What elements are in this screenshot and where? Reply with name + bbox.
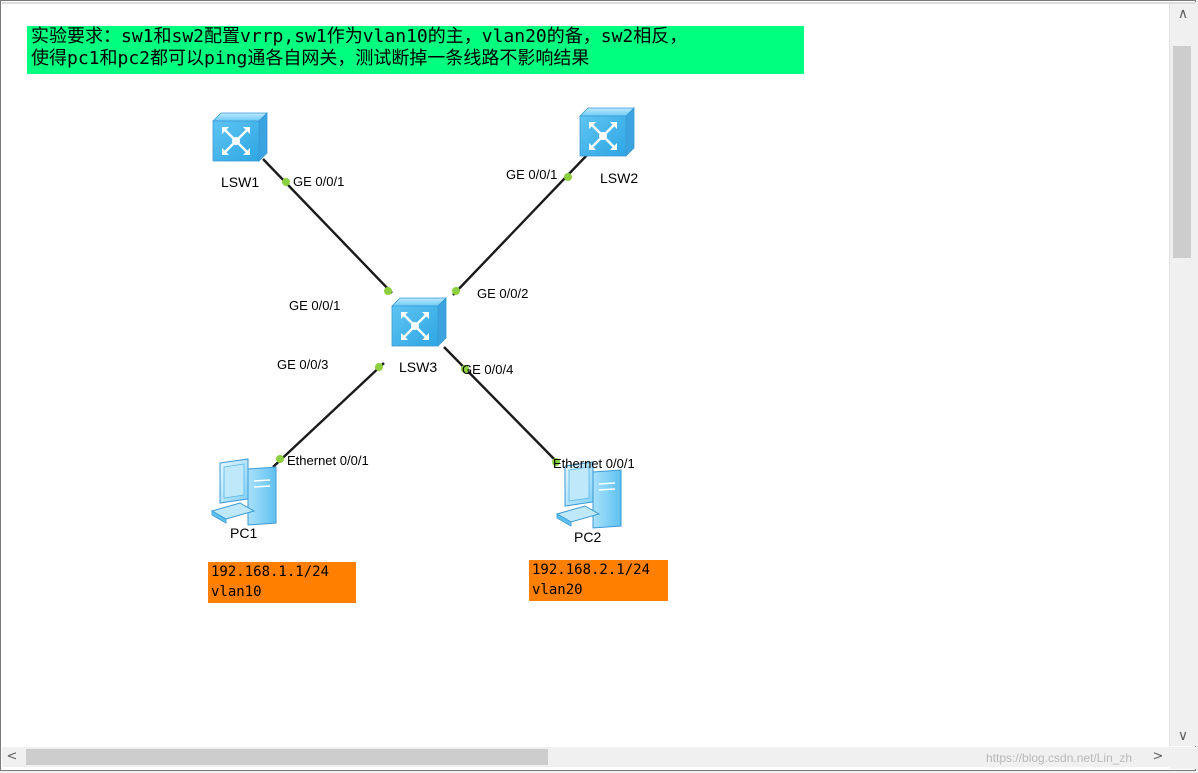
layer3-switch-icon[interactable] (211, 111, 269, 163)
horizontal-scrollbar[interactable]: < > (2, 747, 1169, 767)
port-dot-lsw3-ge004 (461, 365, 469, 373)
pc2-vlan: vlan20 (532, 582, 583, 598)
port-dot-lsw3-ge001 (384, 287, 392, 295)
port-dot-lsw3-ge003 (375, 363, 383, 371)
pc1-label: PC1 (230, 525, 258, 541)
port-dot-lsw2-ge001 (564, 173, 572, 181)
port-dots (276, 173, 572, 466)
scroll-right-icon[interactable]: > (1152, 749, 1164, 764)
pc2-ip-note[interactable]: 192.168.2.1/24 vlan20 (529, 560, 668, 601)
vertical-scroll-thumb[interactable] (1173, 46, 1191, 258)
pc2-ip: 192.168.2.1/24 (532, 562, 651, 578)
watermark: https://blog.csdn.net/Lin_zh (986, 751, 1133, 765)
requirement-note[interactable]: 实验要求：sw1和sw2配置vrrp,sw1作为vlan10的主，vlan20的… (27, 26, 804, 74)
port-label-lsw3-ge003: GE 0/0/3 (277, 357, 329, 372)
vertical-scrollbar[interactable]: ∧ ∨ (1169, 4, 1196, 746)
lsw3-label: LSW3 (399, 359, 438, 375)
horizontal-scroll-thumb[interactable] (26, 749, 548, 765)
requirement-line-1: 实验要求：sw1和sw2配置vrrp,sw1作为vlan10的主，vlan20的… (31, 26, 688, 47)
pc-icon[interactable] (211, 458, 277, 526)
port-dot-lsw1-ge001 (282, 178, 290, 186)
port-label-lsw2-ge001: GE 0/0/1 (506, 167, 558, 182)
topology-graph (211, 106, 636, 529)
port-label-lsw3-ge002: GE 0/0/2 (477, 286, 529, 301)
port-dot-lsw3-ge002 (452, 287, 460, 295)
scroll-up-icon[interactable]: ∧ (1177, 6, 1189, 22)
requirement-line-2: 使得pc1和pc2都可以ping通各自网关，测试断掉一条线路不影响结果 (31, 48, 590, 69)
port-label-pc1-eth001: Ethernet 0/0/1 (287, 453, 369, 468)
topology-canvas[interactable]: 实验要求：sw1和sw2配置vrrp,sw1作为vlan10的主，vlan20的… (1, 1, 1169, 747)
lsw1-label: LSW1 (221, 174, 260, 190)
window-top-border (2, 2, 1196, 4)
pc1-ip-note[interactable]: 192.168.1.1/24 vlan10 (208, 562, 356, 603)
port-label-lsw3-ge001: GE 0/0/1 (289, 298, 341, 313)
port-dot-pc2-eth001 (552, 458, 560, 466)
pc1-vlan: vlan10 (211, 584, 262, 600)
layer3-switch-icon[interactable] (578, 106, 636, 158)
layer3-switch-icon[interactable] (390, 296, 448, 348)
port-label-lsw1-ge001: GE 0/0/1 (293, 174, 345, 189)
link-lsw3-pc1 (272, 362, 385, 468)
scroll-down-icon[interactable]: ∨ (1177, 728, 1189, 744)
port-label-pc2-eth001: Ethernet 0/0/1 (553, 456, 635, 471)
port-dot-pc1-eth001 (276, 455, 284, 463)
port-label-lsw3-ge004: GE 0/0/4 (462, 362, 514, 377)
scrollbar-corner (1169, 747, 1196, 769)
pc-icon[interactable] (556, 461, 622, 529)
lsw2-label: LSW2 (600, 170, 639, 186)
pc1-ip: 192.168.1.1/24 (211, 564, 330, 580)
scroll-left-icon[interactable]: < (6, 749, 18, 764)
pc2-label: PC2 (574, 529, 602, 545)
